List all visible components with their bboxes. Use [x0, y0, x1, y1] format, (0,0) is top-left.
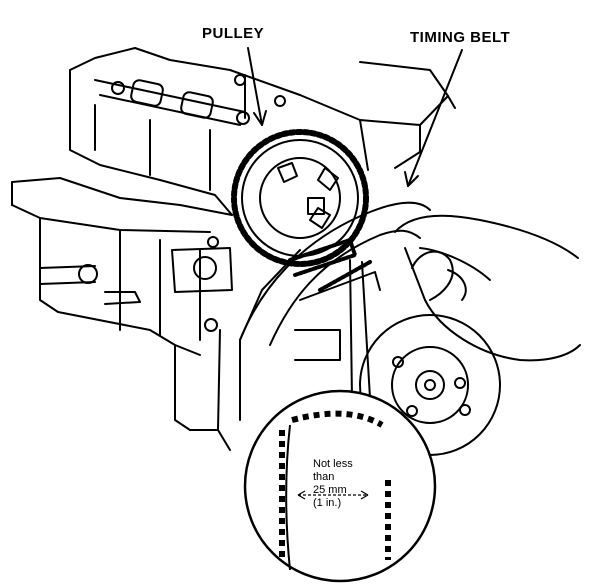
pulley-leader-arrow [253, 110, 267, 126]
pulley-label: PULLEY [202, 25, 265, 42]
belt-leader-line [407, 49, 463, 187]
pulley-leader-line [247, 47, 263, 126]
cam-pulley [231, 129, 369, 267]
hand [394, 214, 581, 362]
detail-line-2: than [313, 471, 335, 483]
detail-line-3: 25 mm [313, 484, 347, 496]
timing-belt-label: TIMING BELT [410, 29, 511, 46]
detail-line-4: (1 in.) [313, 497, 342, 509]
detail-connector-left [349, 259, 353, 399]
detail-line-1: Not less [313, 458, 353, 470]
engine-block [11, 47, 301, 451]
belt-leader-arrow [404, 171, 419, 187]
detail-connector-right [361, 261, 371, 399]
belt-detail-view [243, 389, 437, 583]
